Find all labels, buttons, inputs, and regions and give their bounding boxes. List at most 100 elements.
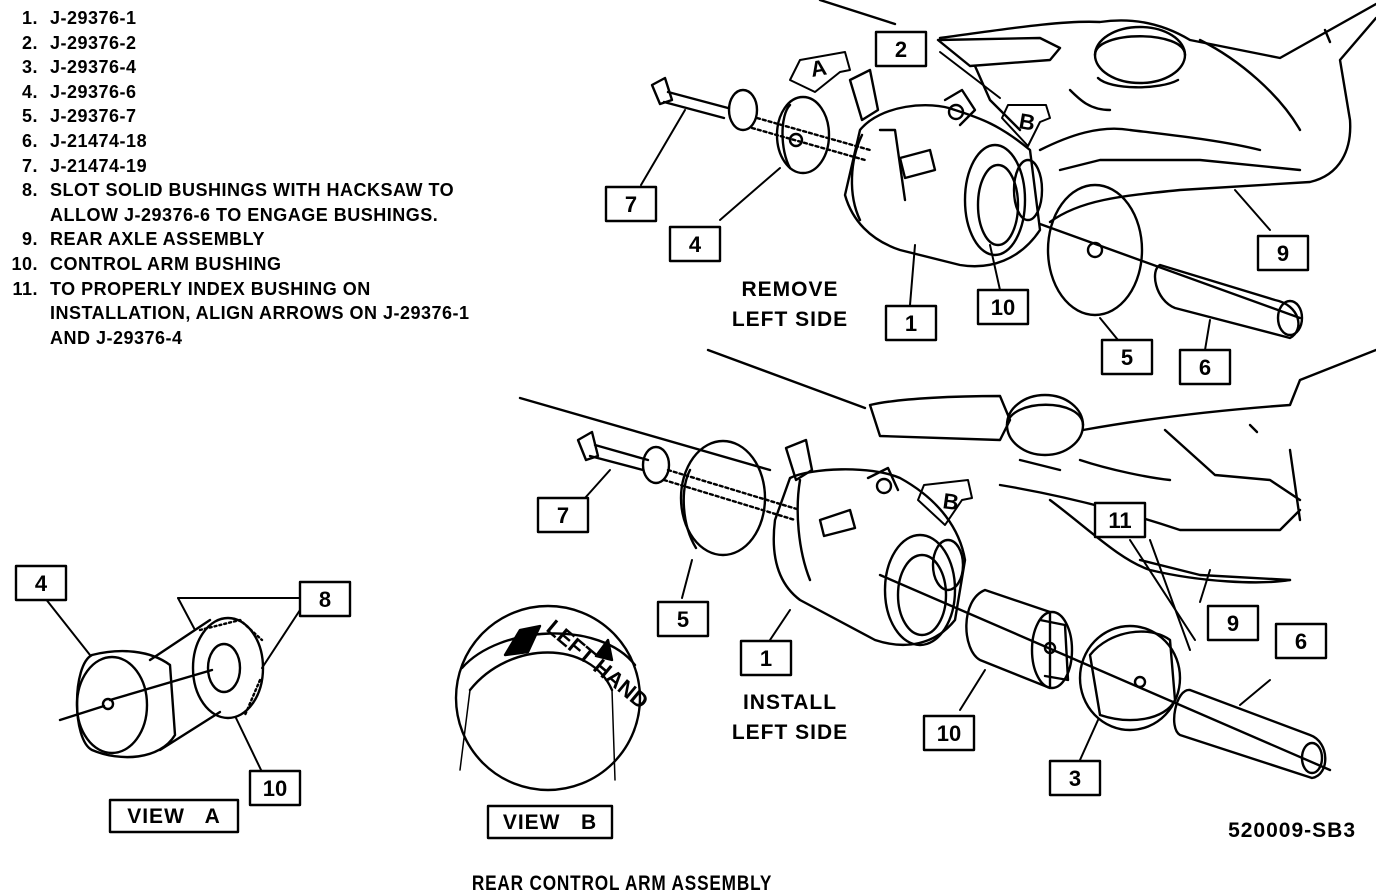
legend-item-number: 11. — [12, 278, 38, 299]
svg-text:4: 4 — [35, 571, 48, 596]
view-a-leaders — [44, 597, 301, 773]
bottom-leader-lines — [584, 469, 1271, 761]
bottom-installer-body — [772, 438, 967, 647]
top-remover-body — [843, 68, 1044, 268]
top-arrow-a-label: A — [809, 55, 829, 82]
svg-text:10: 10 — [263, 776, 287, 801]
svg-text:7: 7 — [625, 192, 637, 217]
view-a-caption: VIEW A — [127, 805, 221, 828]
legend-item-number: 2. — [21, 32, 38, 53]
legend-item: 5. J-29376-7 — [2, 104, 602, 129]
legend-item: INSTALLATION, ALIGN ARROWS ON J-29376-1 — [2, 301, 602, 326]
legend-item: 11.TO PROPERLY INDEX BUSHING ON — [2, 277, 602, 302]
legend-item-text: J-21474-19 — [50, 155, 148, 176]
callout-view-a-8: 8 — [298, 580, 352, 618]
view-b-caption-box: VIEW B — [486, 804, 614, 840]
legend-item-number: 1. — [21, 8, 38, 28]
remove-caption-line-2: LEFT SIDE — [732, 308, 848, 331]
bottom-rear-axle-arm — [518, 348, 1376, 584]
svg-text:8: 8 — [319, 587, 331, 612]
svg-text:2: 2 — [895, 37, 907, 62]
bottom-arrow-b: B — [917, 479, 973, 526]
bottom-receiver-and-nut — [878, 573, 1332, 780]
bottom-bushing — [965, 588, 1074, 690]
figure-id: 520009-SB3 — [1228, 819, 1356, 842]
callout-top-7: 7 — [604, 185, 658, 223]
callout-bot-11: 11 — [1093, 501, 1147, 539]
svg-text:11: 11 — [1108, 508, 1131, 533]
top-bolt-and-washers — [650, 76, 872, 175]
view-b-drawing — [454, 604, 642, 792]
legend-item-number: 5. — [21, 106, 38, 127]
svg-text:1: 1 — [760, 646, 772, 671]
side-captions: REMOVE LEFT SIDE INSTALL LEFT SIDE 52000… — [472, 278, 1356, 896]
callout-top-9: 9 — [1256, 234, 1310, 272]
legend-item-number: 6. — [21, 130, 38, 151]
legend-item-text: ALLOW J-29376-6 TO ENGAGE BUSHINGS. — [50, 204, 439, 225]
callout-bot-10: 10 — [922, 714, 976, 752]
svg-text:10: 10 — [937, 721, 961, 746]
legend-item: ALLOW J-29376-6 TO ENGAGE BUSHINGS. — [2, 203, 602, 228]
svg-text:5: 5 — [677, 607, 689, 632]
legend-item-text: J-29376-1 — [50, 8, 137, 28]
view-a-caption-box: VIEW A — [108, 798, 240, 834]
callout-top-4: 4 — [668, 225, 722, 263]
legend-item: 2. J-29376-2 — [2, 31, 602, 56]
legend-item: 10. CONTROL ARM BUSHING — [2, 252, 602, 277]
legend-item: 1. J-29376-1 — [2, 6, 602, 31]
callout-view-a-4: 4 — [14, 564, 68, 602]
legend-item: AND J-29376-4 — [2, 326, 602, 351]
legend-item-text: CONTROL ARM BUSHING — [50, 253, 282, 274]
legend-item-text: J-29376-2 — [50, 32, 137, 53]
figure-title: REAR CONTROL ARM ASSEMBLY — [472, 873, 772, 896]
callout-bot-5: 5 — [656, 600, 710, 638]
svg-text:6: 6 — [1295, 629, 1307, 654]
top-arrow-b: B — [1001, 104, 1051, 147]
legend-item: 6. J-21474-18 — [2, 129, 602, 154]
svg-text:6: 6 — [1199, 355, 1211, 380]
legend-item-text: REAR AXLE ASSEMBLY — [50, 229, 266, 250]
callout-bot-9: 9 — [1206, 604, 1260, 642]
legend-item: 8. SLOT SOLID BUSHINGS WITH HACKSAW TO — [2, 178, 602, 203]
legend-item-number: 4. — [21, 81, 38, 102]
callout-top-10: 10 — [976, 288, 1030, 326]
legend-item-text: SLOT SOLID BUSHINGS WITH HACKSAW TO — [50, 180, 455, 201]
view-b-caption: VIEW B — [503, 811, 597, 834]
legend-item-number: 10. — [11, 253, 38, 274]
top-arrow-b-label: B — [1017, 108, 1037, 135]
remove-caption-line-1: REMOVE — [741, 278, 838, 301]
bottom-bolt-and-washers — [576, 430, 802, 557]
callout-top-5: 5 — [1100, 338, 1154, 376]
top-rear-axle-arm — [818, 0, 1376, 224]
callout-bot-6: 6 — [1274, 622, 1328, 660]
view-b-left-hand-label: LEFT HAND — [542, 615, 654, 714]
callout-boxes: 2 7 4 9 10 1 5 6 7 11 5 9 6 1 10 3 4 8 1… — [14, 30, 1328, 840]
callout-top-2: 2 — [874, 30, 928, 68]
bottom-arrow-b-label: B — [941, 488, 960, 515]
callout-bot-7: 7 — [536, 496, 590, 534]
install-caption-line-2: LEFT SIDE — [732, 721, 848, 744]
legend-item-text: J-21474-18 — [50, 130, 148, 151]
legend-item-number: 8. — [21, 180, 38, 201]
legend-item: 3. J-29376-4 — [2, 55, 602, 80]
legend-item: 4.J-29376-6 — [2, 80, 602, 105]
legend-item-number: 3. — [21, 57, 38, 78]
legend-item-text: INSTALLATION, ALIGN ARROWS ON J-29376-1 — [50, 303, 470, 324]
top-receiver-and-nut — [1038, 183, 1304, 340]
svg-text:4: 4 — [689, 232, 702, 257]
svg-text:7: 7 — [557, 503, 569, 528]
callout-top-1: 1 — [884, 304, 938, 342]
legend-item: 9. REAR AXLE ASSEMBLY — [2, 227, 602, 252]
legend-item-text: J-29376-4 — [50, 57, 137, 78]
callout-bot-1: 1 — [739, 639, 793, 677]
svg-text:9: 9 — [1227, 611, 1239, 636]
legend-item-number: 9. — [21, 229, 38, 250]
legend-item-text: AND J-29376-4 — [50, 327, 183, 348]
install-caption-line-1: INSTALL — [743, 691, 837, 714]
legend-item-text: J-29376-7 — [50, 106, 137, 127]
svg-text:9: 9 — [1277, 241, 1289, 266]
callout-view-a-10: 10 — [248, 769, 302, 807]
callout-top-6: 6 — [1178, 348, 1232, 386]
legend-item: 7.J-21474-19 — [2, 154, 602, 179]
